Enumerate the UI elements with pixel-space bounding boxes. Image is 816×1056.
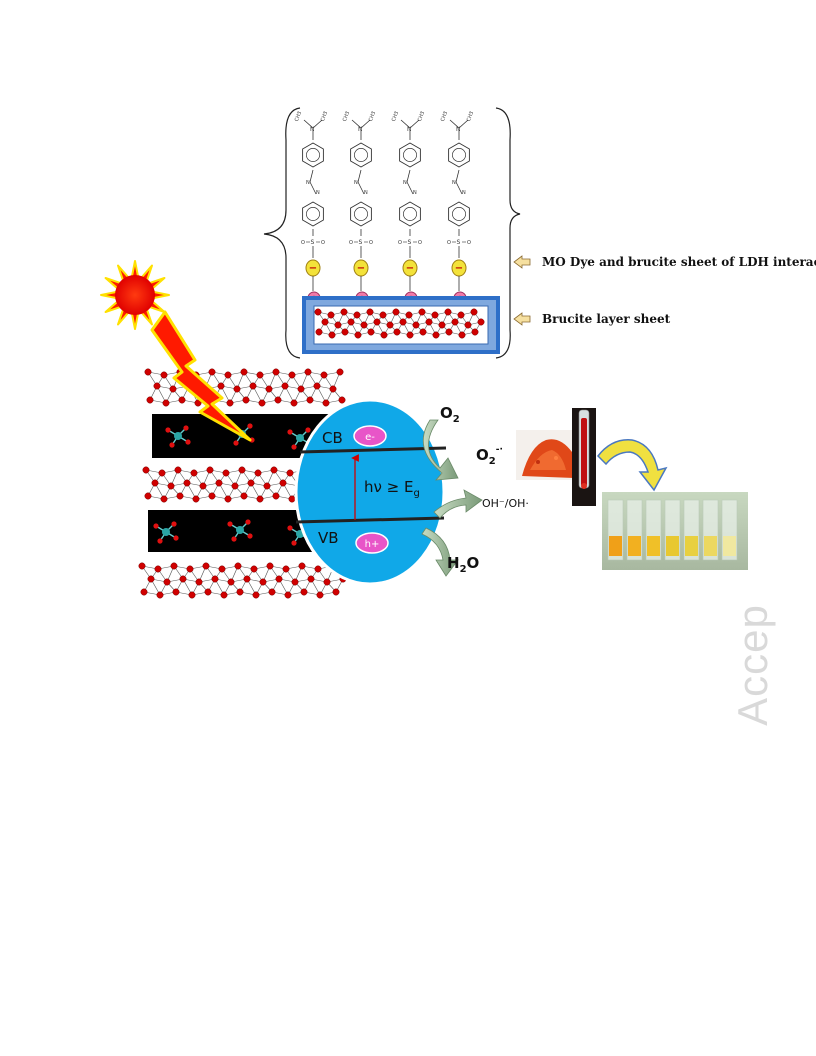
curved-arrow-icon <box>597 439 668 492</box>
label-mo-dye-interaction: MO Dye and brucite sheet of LDH interact… <box>542 255 816 269</box>
vials-photo <box>602 492 748 570</box>
svg-text:CH3: CH3 <box>440 111 449 123</box>
lightning-icon <box>150 310 252 442</box>
interlayer-anions-2 <box>153 519 313 546</box>
mo-dye-molecules: NCH3CH3NNSOO−+NCH3CH3NNSOO−+NCH3CH3NNSOO… <box>294 111 475 305</box>
svg-text:N: N <box>358 126 363 133</box>
svg-text:O: O <box>398 240 402 246</box>
svg-text:O: O <box>301 240 305 246</box>
svg-text:N: N <box>452 180 456 186</box>
svg-text:CH3: CH3 <box>417 111 426 123</box>
vb-label: VB <box>318 529 339 547</box>
inset-brucite-lattice <box>314 308 485 339</box>
svg-text:S: S <box>311 239 315 246</box>
svg-text:N: N <box>413 190 417 196</box>
svg-text:O: O <box>321 240 325 246</box>
hole-label: h+ <box>365 539 380 550</box>
svg-text:CH3: CH3 <box>294 111 303 123</box>
svg-text:O: O <box>349 240 353 246</box>
svg-text:N: N <box>462 190 466 196</box>
electron-badge: e- <box>353 425 387 447</box>
arrow-left-icon <box>513 312 531 326</box>
svg-text:N: N <box>456 126 461 133</box>
hydroxyl-label: OH⁻/OH· <box>482 497 529 510</box>
curved-arrow-icon <box>422 419 459 481</box>
arrow-left-icon <box>513 255 531 269</box>
powder-photo <box>516 430 576 480</box>
cb-label: CB <box>322 429 343 447</box>
svg-text:S: S <box>359 239 363 246</box>
svg-text:−: − <box>455 263 463 274</box>
svg-text:S: S <box>408 239 412 246</box>
brucite-label-group: Brucite layer sheet <box>513 312 671 326</box>
curved-arrow-icon <box>421 527 459 577</box>
reaction-arrows: O2 O2-· OH⁻/OH· H2O <box>421 404 529 577</box>
brucite-lattice-bottom <box>138 562 347 599</box>
svg-text:S: S <box>457 239 461 246</box>
svg-text:N: N <box>310 126 315 133</box>
o2-label: O2 <box>440 404 460 425</box>
svg-text:N: N <box>403 180 407 186</box>
semiconductor-particle <box>294 398 446 586</box>
conduction-band-line <box>299 446 447 454</box>
svg-text:N: N <box>316 190 320 196</box>
valence-band-line <box>295 516 445 524</box>
excitation-energy-label: hν ≥ Eg <box>364 478 420 499</box>
superoxide-label: O2-· <box>476 445 503 467</box>
svg-text:O: O <box>467 240 471 246</box>
curved-arrow-icon <box>433 489 483 519</box>
svg-text:−: − <box>406 263 414 274</box>
label-brucite-layer-sheet: Brucite layer sheet <box>542 312 671 326</box>
svg-text:N: N <box>354 180 358 186</box>
left-brace <box>263 107 301 359</box>
svg-text:CH3: CH3 <box>466 111 475 123</box>
svg-text:CH3: CH3 <box>342 111 351 123</box>
test-tube-icon <box>572 408 596 506</box>
svg-text:CH3: CH3 <box>368 111 377 123</box>
svg-text:CH3: CH3 <box>320 111 329 123</box>
svg-text:−: − <box>357 263 365 274</box>
electron-label: e- <box>365 432 375 443</box>
svg-text:CH3: CH3 <box>391 111 400 123</box>
brucite-lattice-top <box>144 368 346 407</box>
watermark: Accep <box>729 604 776 726</box>
sun-icon <box>100 260 170 330</box>
band-diagram: CB VB e- h+ hν ≥ Eg <box>294 398 447 586</box>
interaction-label-group: MO Dye and brucite sheet of LDH interact… <box>513 255 816 269</box>
svg-text:−: − <box>309 263 317 274</box>
svg-text:O: O <box>418 240 422 246</box>
brucite-layer-frame <box>302 296 500 354</box>
right-brace <box>495 107 521 359</box>
svg-text:O: O <box>447 240 451 246</box>
svg-text:N: N <box>407 126 412 133</box>
water-label: H2O <box>447 554 479 575</box>
svg-text:N: N <box>364 190 368 196</box>
svg-text:N: N <box>306 180 310 186</box>
inset-panel: NCH3CH3NNSOO−+NCH3CH3NNSOO−+NCH3CH3NNSOO… <box>263 107 816 359</box>
hole-badge: h+ <box>355 532 389 554</box>
svg-text:O: O <box>369 240 373 246</box>
